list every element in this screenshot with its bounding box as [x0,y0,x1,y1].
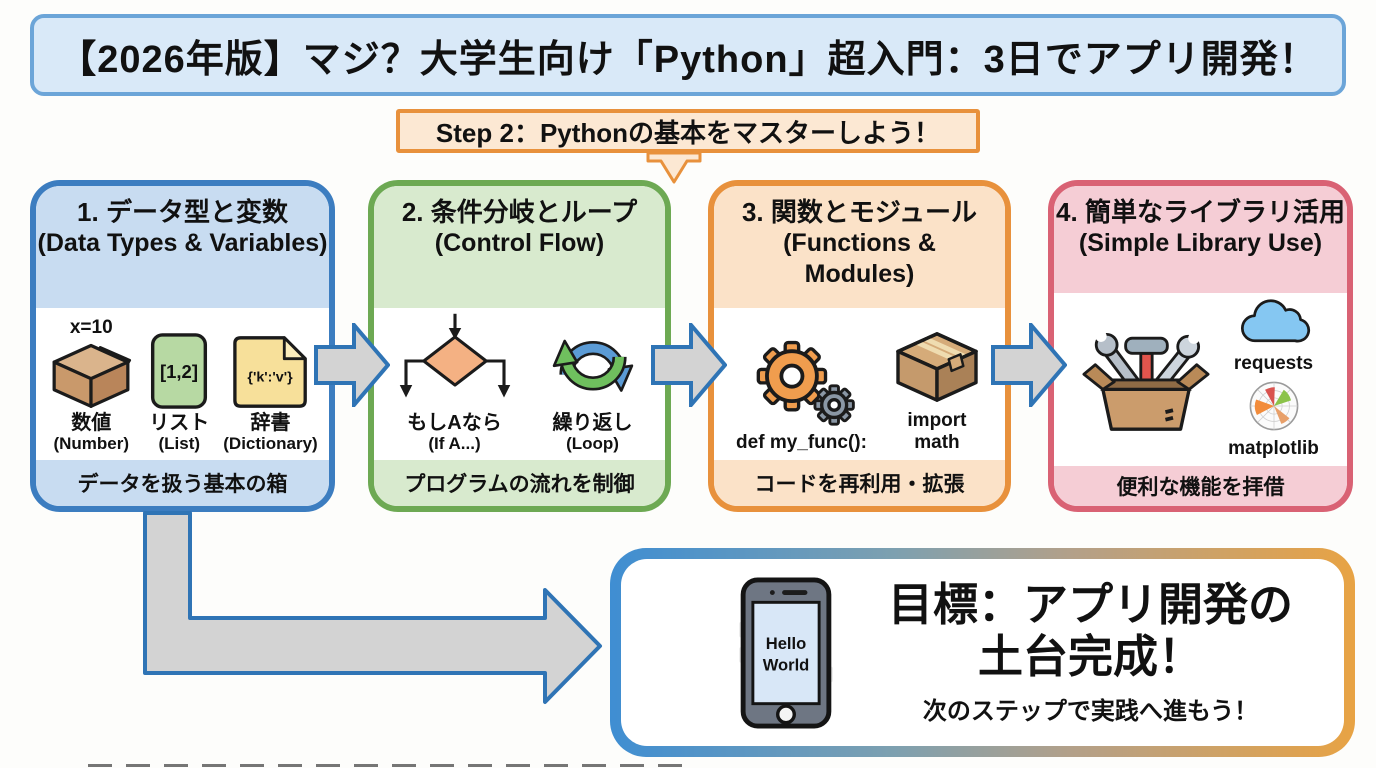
goal-text: 目標：アプリ開発の 土台完成！ 次のステップで実践へ進もう！ [867,579,1344,726]
caption-jp: リスト [149,412,210,435]
matplotlib-label: matplotlib [1228,438,1319,460]
card-library-use: 4. 簡単なライブラリ活用 (Simple Library Use) [1048,180,1353,512]
card-data-types-footer: データを扱う基本の箱 [36,460,329,506]
goal-title-line1: 目標：アプリ開発の [887,578,1293,630]
item-loop: 繰り返し (Loop) [543,318,643,454]
card-library-use-body: requests matplotlib [1054,292,1347,467]
elbow-arrow-icon [143,511,602,704]
list-card-icon: [1,2] [151,333,208,410]
caption-jp: もしAなら [407,412,502,435]
flow-arrow-icon [991,323,1067,407]
item-number: x=10 数値 (Number) [47,316,135,454]
card-title-en: (Functions & Modules) [783,229,936,289]
card-control-flow-header: 2. 条件分岐とループ (Control Flow) [374,186,665,308]
caption-en: (Loop) [566,434,619,454]
phone-screen-text-2: World [763,655,810,674]
title-banner: 【2026年版】マジ？大学生向け「Python」超入門：3日でアプリ開発！ [30,14,1346,96]
caption-en: (Dictionary) [223,434,318,454]
toolbox-icon [1082,331,1210,432]
smartphone-icon: Hello World [739,576,833,729]
bottom-crop-fragments [88,764,688,767]
function-def-label: def my_func(): [736,432,867,454]
dict-icon-text: {'k':'v'} [247,370,293,386]
caption-jp: 繰り返し [552,412,633,435]
phone-screen-text-1: Hello [766,634,806,653]
card-title-jp: 2. 条件分岐とループ [401,197,638,227]
matplotlib-logo-icon [1249,382,1298,431]
card-functions-modules-header: 3. 関数とモジュール (Functions & Modules) [714,186,1005,308]
step-down-arrow-icon [646,151,702,184]
cloud-icon [1240,299,1310,343]
item-function: def my_func(): [736,332,867,454]
page-title: 【2026年版】マジ？大学生向け「Python」超入門：3日でアプリ開発！ [58,38,1318,81]
goal-box: Hello World 目標：アプリ開発の 土台完成！ 次のステップで実践へ進も… [610,548,1355,757]
item-if: もしAなら (If A...) [397,312,513,454]
caption-en: (If A...) [428,434,481,454]
goal-title-line2: 土台完成！ [977,631,1203,682]
card-functions-modules-footer: コードを再利用・拡張 [714,460,1005,506]
flow-arrow-icon [651,323,727,407]
card-control-flow: 2. 条件分岐とループ (Control Flow) もしAなら (If A..… [368,180,671,512]
gears-icon [756,341,855,426]
card-functions-modules: 3. 関数とモジュール (Functions & Modules) [708,180,1011,512]
card-control-flow-body: もしAなら (If A...) 繰り返し (Loop) [374,308,665,460]
card-title-en: (Control Flow) [434,229,605,258]
item-list: [1,2] リスト (List) [149,332,209,454]
caption-jp: 数値 [71,412,112,435]
list-icon-text: [1,2] [160,361,198,382]
card-footer-text: 便利な機能を拝借 [1116,476,1285,500]
import-label: import math [907,410,967,454]
requests-label: requests [1233,352,1314,374]
card-control-flow-footer: プログラムの流れを制御 [374,460,665,506]
step-banner-label: Step 2：Pythonの基本をマスターしよう！ [435,117,941,148]
flow-arrow-icon [314,323,390,407]
card-footer-text: データを扱う基本の箱 [77,473,288,496]
dictionary-file-icon: {'k':'v'} [232,336,307,409]
library-list: requests matplotlib [1228,297,1319,461]
variable-label: x=10 [69,317,113,339]
goal-box-inner: Hello World 目標：アプリ開発の 土台完成！ 次のステップで実践へ進も… [621,559,1344,746]
item-module: import math [891,328,983,454]
card-data-types: 1. データ型と変数 (Data Types & Variables) x=10… [30,180,335,512]
card-title-jp: 4. 簡単なライブラリ活用 [1056,197,1345,227]
card-title-en: (Data Types & Variables) [37,229,328,258]
step-banner: Step 2：Pythonの基本をマスターしよう！ [396,109,980,153]
caption-en: (Number) [53,434,130,454]
card-footer-text: コードを再利用・拡張 [754,473,965,496]
cardboard-box-icon [52,344,132,409]
item-dictionary: {'k':'v'} 辞書 (Dictionary) [223,334,318,454]
flowchart-branch-icon [399,314,510,398]
card-title-en: (Simple Library Use) [1078,229,1323,258]
card-data-types-header: 1. データ型と変数 (Data Types & Variables) [36,186,329,308]
caption-jp: 辞書 [250,412,291,435]
card-footer-text: プログラムの流れを制御 [404,473,635,496]
card-library-use-header: 4. 簡単なライブラリ活用 (Simple Library Use) [1054,186,1347,293]
card-functions-modules-body: def my_func(): import math [714,308,1005,460]
goal-subtitle: 次のステップで実践へ進もう！ [922,698,1259,726]
card-data-types-body: x=10 数値 (Number) [1,2] リスト (List) [36,308,329,460]
card-title-jp: 3. 関数とモジュール [741,197,978,227]
card-title-jp: 1. データ型と変数 [77,197,288,227]
card-library-use-footer: 便利な機能を拝借 [1054,466,1347,506]
module-box-icon [896,332,978,403]
caption-en: (List) [158,434,201,454]
loop-arrows-icon [552,339,633,393]
